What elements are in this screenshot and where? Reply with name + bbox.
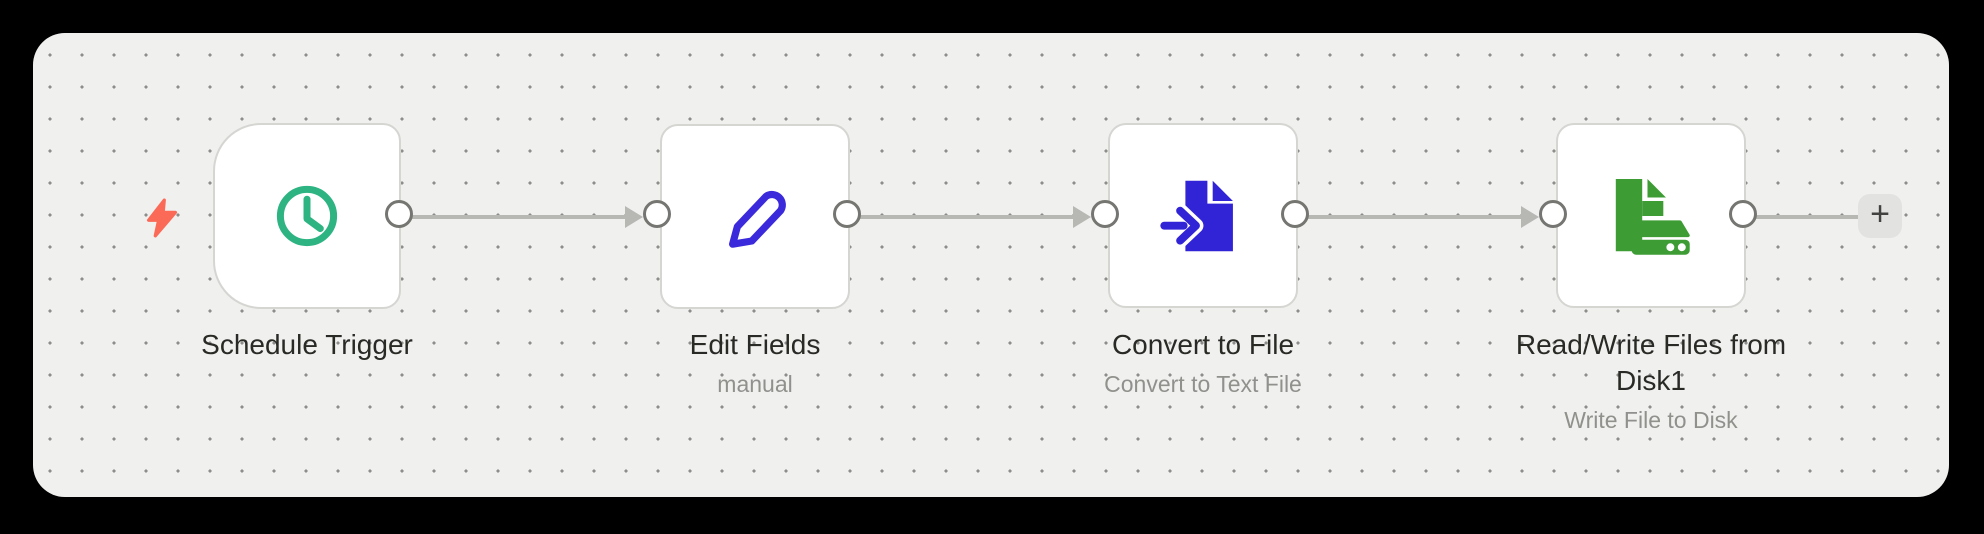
connection-3-arrow-icon	[1521, 206, 1539, 228]
node-label-read-write-files: Read/Write Files from Disk1 Write File t…	[1481, 327, 1821, 435]
node-schedule-trigger[interactable]	[213, 123, 401, 309]
node-edit-fields[interactable]	[660, 124, 850, 309]
node-label-edit-fields: Edit Fields manual	[585, 327, 925, 399]
output-port-schedule-trigger[interactable]	[385, 200, 413, 228]
connection-2	[850, 215, 1080, 219]
node-convert-to-file[interactable]	[1108, 123, 1298, 308]
output-port-convert-to-file[interactable]	[1281, 200, 1309, 228]
connection-4	[1746, 215, 1860, 219]
connection-3	[1298, 215, 1528, 219]
input-port-edit-fields[interactable]	[643, 200, 671, 228]
connection-1	[402, 215, 632, 219]
node-subtitle: Convert to Text File	[1104, 371, 1302, 397]
node-subtitle: Write File to Disk	[1564, 407, 1738, 433]
lightning-bolt-icon	[147, 198, 177, 238]
node-read-write-files[interactable]	[1556, 123, 1746, 308]
schedule-clock-icon	[276, 185, 338, 247]
output-port-read-write-files[interactable]	[1729, 200, 1757, 228]
add-node-button[interactable]: +	[1858, 194, 1902, 238]
pencil-icon	[729, 190, 786, 248]
workflow-canvas[interactable]: + Schedule Trigger Edit Fields manual Co…	[33, 33, 1949, 497]
file-import-icon	[1159, 180, 1233, 251]
node-title: Read/Write Files from Disk1	[1515, 329, 1787, 396]
node-label-convert-to-file: Convert to File Convert to Text File	[1033, 327, 1373, 399]
connection-1-arrow-icon	[625, 206, 643, 228]
node-title: Schedule Trigger	[201, 329, 413, 360]
node-title: Convert to File	[1111, 329, 1295, 360]
file-hard-drive-icon	[1615, 178, 1690, 255]
node-title: Edit Fields	[689, 329, 821, 360]
node-label-schedule-trigger: Schedule Trigger	[137, 327, 477, 363]
input-port-read-write-files[interactable]	[1539, 200, 1567, 228]
node-subtitle: manual	[717, 371, 793, 397]
connection-2-arrow-icon	[1073, 206, 1091, 228]
input-port-convert-to-file[interactable]	[1091, 200, 1119, 228]
output-port-edit-fields[interactable]	[833, 200, 861, 228]
